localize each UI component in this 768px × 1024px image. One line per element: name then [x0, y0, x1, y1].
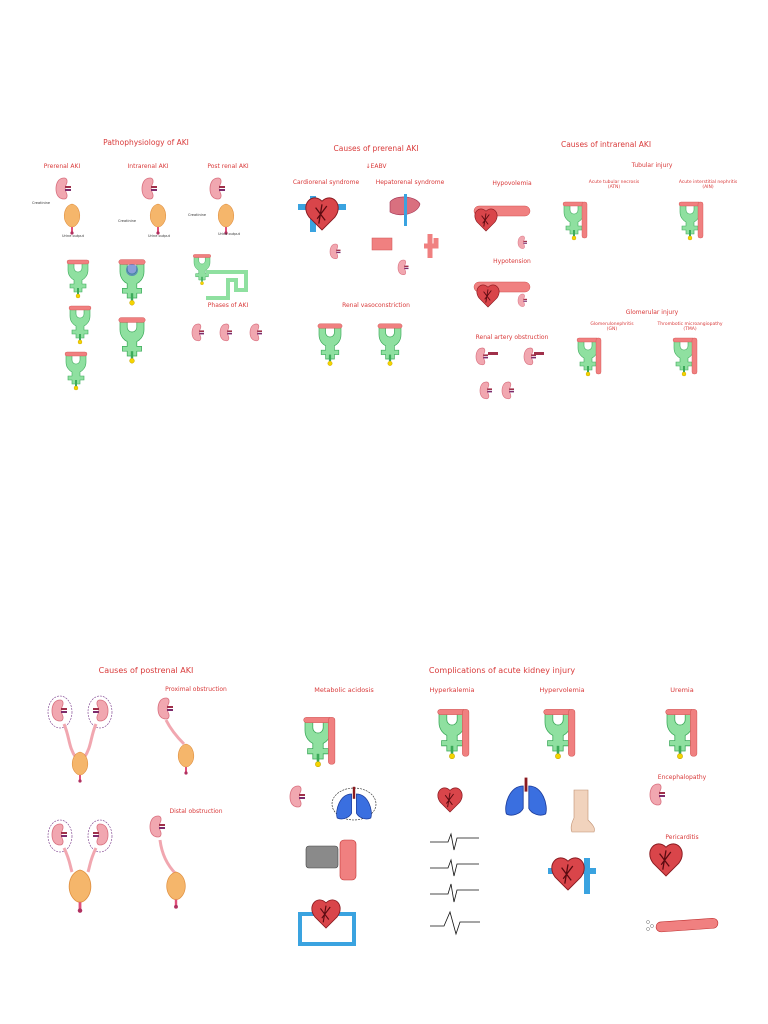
vessel-icon: [371, 234, 439, 258]
hypotension-icon: [473, 281, 531, 308]
hypotension-label: Hypotension: [493, 258, 531, 265]
gn-label: Glomerulonephritis(GN): [590, 322, 634, 332]
heart-icon: [548, 857, 596, 894]
renal-artery-kidneys-icon: [475, 347, 544, 400]
heart-icon: [298, 196, 346, 232]
tubular-label: Tubular injury: [631, 162, 673, 169]
vasoconstriction-nephron-icon: [317, 323, 403, 367]
hyperkalemia-label: Hyperkalemia: [429, 686, 475, 694]
phases-label: Phases of AKI: [207, 302, 249, 309]
liver-icon: [389, 194, 421, 226]
urine-output-label: Urine output: [148, 234, 171, 238]
kidney-icon: [289, 785, 306, 808]
hypervolemia-label: Hypervolemia: [539, 686, 585, 694]
tubule-obstruction-icon: [192, 253, 248, 300]
tma-nephron-icon: [673, 338, 697, 376]
brain-icon: [649, 783, 666, 806]
proximal-obstruction-icon: [157, 697, 195, 776]
renal-artery-label: Renal artery obstruction: [475, 334, 549, 341]
distal-label: Distal obstruction: [169, 808, 223, 815]
proximal-label: Proximal obstruction: [165, 686, 227, 693]
uremic-vessel-icon: [646, 917, 719, 933]
lungs-icon: [331, 786, 377, 821]
pericardium-heart-icon: [649, 843, 683, 877]
intrarenal-label: Intrarenal AKI: [127, 163, 169, 170]
edema-leg-icon: [570, 789, 595, 833]
creatinine-label: Creatinine: [32, 201, 51, 205]
intrarenal-causes-title: Causes of intrarenal AKI: [560, 140, 652, 149]
ecg-trace-icon: [430, 832, 480, 936]
prerenal-label: Prerenal AKI: [43, 163, 81, 170]
uremia-nephron-icon: [666, 709, 697, 758]
gn-nephron-icon: [577, 338, 601, 376]
acidosis-label: Metabolic acidosis: [314, 686, 374, 694]
distal-obstruction-icon: [149, 815, 186, 910]
kidney-icon: [329, 243, 409, 276]
ain-nephron-icon: [679, 202, 703, 240]
bladder-outlet-obstruction-icon: [47, 819, 113, 914]
uremia-label: Uremia: [670, 686, 694, 694]
ain-label: Acute interstitial nephritis(AIN): [678, 180, 738, 190]
tma-label: Thrombotic microangiopathy(TMA): [657, 322, 723, 332]
bilateral-obstruction-icon: [47, 695, 113, 784]
circulation-loop-icon: [298, 899, 356, 946]
postrenal-kidney-icon: [209, 177, 235, 236]
hypovolemia-label: Hypovolemia: [492, 180, 532, 187]
hepatorenal-label: Hepatorenal syndrome: [375, 179, 445, 186]
heart-icon: [437, 787, 463, 813]
eabv-label: ↓EABV: [365, 163, 387, 170]
phases-kidneys-icon: [191, 323, 263, 342]
renal-vaso-label: Renal vasoconstriction: [342, 302, 410, 309]
postrenal-label: Post renal AKI: [207, 163, 249, 170]
urine-output-label: Urine output: [62, 234, 85, 238]
complications-title: Complications of acute kidney injury: [428, 666, 576, 675]
hypervolemia-nephron-icon: [544, 709, 575, 758]
atn-label: Acute tubular necrosis(ATN): [588, 180, 640, 190]
creatinine-label: Creatinine: [188, 213, 207, 217]
pericarditis-label: Pericarditis: [665, 834, 699, 841]
lungs-icon: [505, 776, 547, 816]
acidosis-nephron-icon: [304, 717, 335, 766]
hypovolemia-icon: [473, 205, 531, 249]
creatinine-label: Creatinine: [118, 219, 137, 223]
cardiorenal-label: Cardiorenal syndrome: [292, 179, 360, 186]
prerenal-kidney-icon: [55, 177, 81, 236]
pathophysiology-title: Pathophysiology of AKI: [103, 138, 189, 147]
intrarenal-kidney-icon: [141, 177, 167, 236]
urine-output-label: Urine output: [218, 232, 241, 236]
nephron-icon: [64, 259, 92, 391]
buffer-tank-icon: [305, 839, 357, 881]
hyperkalemia-nephron-icon: [438, 709, 469, 758]
atn-nephron-icon: [563, 202, 587, 240]
postrenal-causes-title: Causes of postrenal AKI: [98, 666, 194, 675]
glomerular-label: Glomerular injury: [625, 309, 679, 316]
encephalopathy-label: Encephalopathy: [657, 774, 707, 781]
prerenal-causes-title: Causes of prerenal AKI: [333, 144, 419, 153]
nephron-obstructed-icon: [118, 259, 146, 364]
